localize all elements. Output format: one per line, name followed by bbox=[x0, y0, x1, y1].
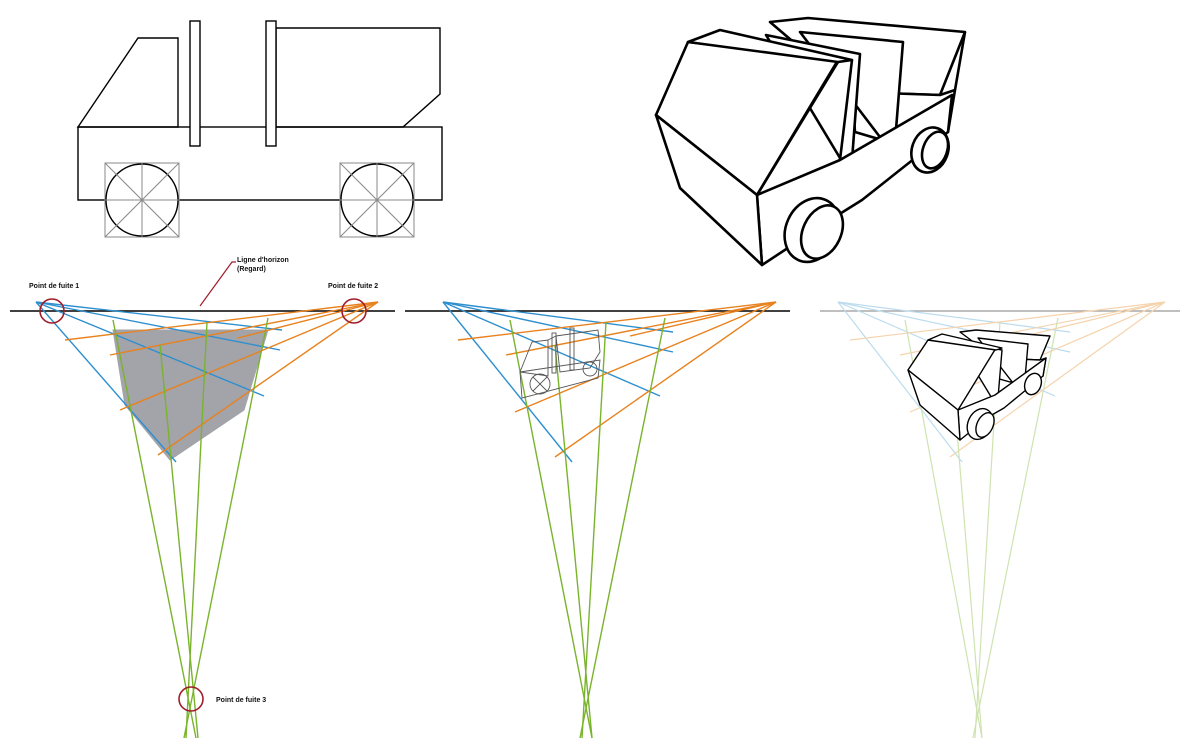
truck-side-view bbox=[76, 20, 443, 238]
green-lines bbox=[112, 317, 269, 739]
rear-wheel bbox=[339, 162, 415, 238]
circle-marker-icon bbox=[39, 298, 65, 324]
blue-lines bbox=[442, 301, 674, 463]
front-wheel-3d bbox=[783, 196, 845, 264]
vanishing-point-3-label: Point de fuite 3 bbox=[216, 697, 266, 704]
front-wheel bbox=[104, 162, 180, 238]
vanishing-point-2-label: Point de fuite 2 bbox=[328, 283, 378, 290]
circle-marker-icon bbox=[178, 686, 204, 712]
orange-lines bbox=[64, 301, 379, 456]
rear-wheel-3d bbox=[910, 126, 950, 174]
truck-body bbox=[77, 126, 443, 201]
orange-lines bbox=[457, 301, 777, 458]
horizon-line-title: Ligne d'horizon bbox=[237, 257, 289, 264]
circle-marker-icon bbox=[341, 298, 367, 324]
perspective-construction-2 bbox=[405, 301, 790, 739]
truck-cargo-outline bbox=[275, 27, 441, 128]
truck-post-front bbox=[189, 20, 201, 147]
truck-post-rear bbox=[265, 20, 277, 147]
perspective-construction-1: Point de fuite 1 Point de fuite 2 Point … bbox=[10, 257, 395, 739]
perspective-construction-3 bbox=[820, 301, 1180, 739]
ground-plane bbox=[112, 329, 269, 461]
truck-sketch bbox=[519, 327, 601, 399]
horizon-pointer bbox=[199, 261, 236, 307]
truck-cabin-outline bbox=[76, 37, 179, 128]
cabin-front-face bbox=[654, 113, 764, 267]
blue-lines bbox=[35, 301, 283, 463]
horizon-line-subtitle: (Regard) bbox=[237, 266, 266, 273]
vanishing-point-1-label: Point de fuite 1 bbox=[29, 283, 79, 290]
truck-final bbox=[907, 329, 1051, 441]
green-lines bbox=[509, 317, 666, 739]
truck-3d-view bbox=[654, 16, 967, 267]
